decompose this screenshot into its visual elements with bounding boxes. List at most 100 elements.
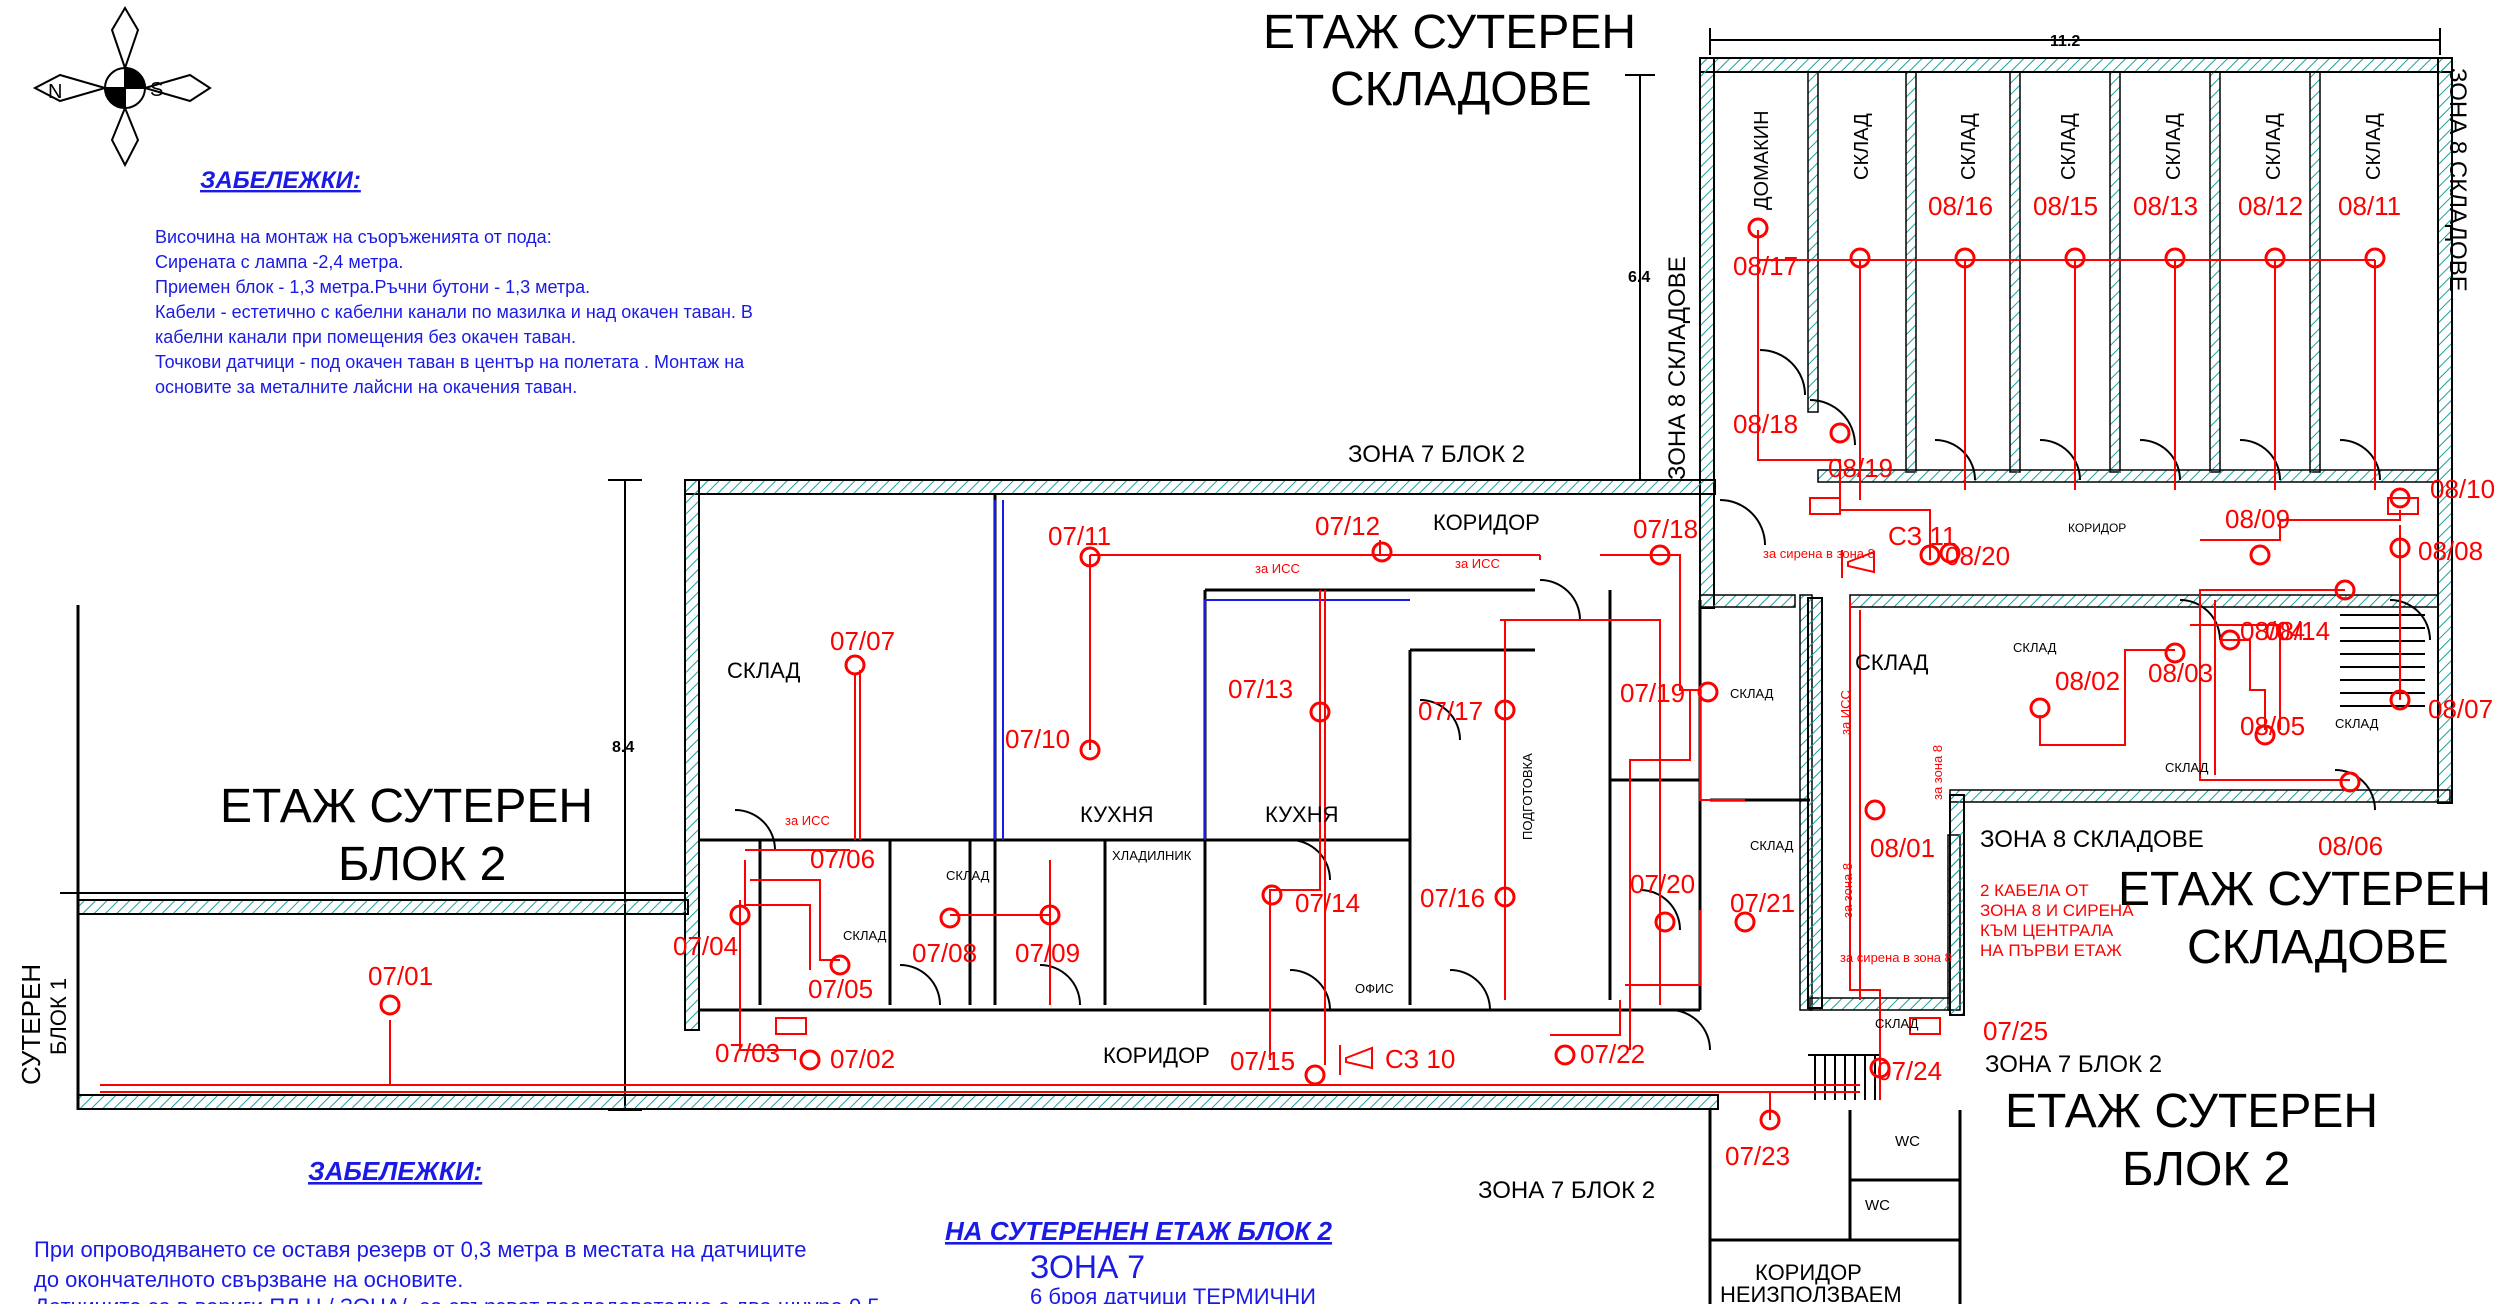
- room-label: СКЛАД: [2363, 113, 2385, 180]
- cables-note: 2 КАБЕЛА ОТ: [1980, 881, 2089, 900]
- detector-label: 07/20: [1630, 869, 1695, 899]
- room-label: СКЛАД: [727, 658, 801, 683]
- detector-label: 08/01: [1870, 833, 1935, 863]
- note-line: Точкови датчици - под окачен таван в цен…: [155, 352, 745, 372]
- room-label: ОФИС: [1355, 981, 1394, 996]
- heat-detector-icon: [829, 954, 851, 976]
- side-label-suteren: СУТЕРЕН: [16, 964, 46, 1085]
- notes-top-heading: ЗАБЕЛЕЖКИ:: [200, 167, 361, 194]
- detector-label: 08/05: [2240, 711, 2305, 741]
- heat-detector-icon: [1039, 904, 1061, 926]
- annotation: за ИСС: [1255, 561, 1300, 576]
- heat-detector-icon: [2164, 247, 2186, 269]
- notes-top: ЗАБЕЛЕЖКИ: Височина на монтаж на съоръже…: [155, 167, 753, 397]
- detector-label: 07/12: [1315, 511, 1380, 541]
- heat-detector-icon: [799, 1049, 821, 1071]
- heat-detector-icon: [2164, 642, 2186, 664]
- heat-detector-icon: [1309, 701, 1331, 723]
- heat-detector-icon: [2029, 697, 2051, 719]
- heat-detector-icon: [1864, 799, 1886, 821]
- detector-label: 08/13: [2133, 191, 2198, 221]
- detector-label: 07/02: [830, 1044, 895, 1074]
- title-storage-right-1: ЕТАЖ СУТЕРЕН: [2118, 863, 2491, 916]
- heat-detector-icon: [2249, 544, 2271, 566]
- heat-detector-icon: [1869, 1057, 1891, 1079]
- room-label: СКЛАД: [2013, 640, 2057, 655]
- heat-detector-icon: [1829, 422, 1851, 444]
- zone-label: ЗОНА 8 СКЛАДОВЕ: [1980, 826, 2204, 853]
- room-label: WC: [1865, 1197, 1890, 1214]
- heat-detector-icon: [2254, 724, 2276, 746]
- annotation: за ИСС: [1838, 690, 1853, 735]
- detector-label: 07/09: [1015, 938, 1080, 968]
- sirens: [1339, 550, 1875, 1075]
- detector-label: 08/06: [2318, 831, 2383, 861]
- heat-detector-icon: [1554, 1044, 1576, 1066]
- room-label: НЕИЗПОЛЗВАЕМ: [1720, 1282, 1902, 1304]
- room-label: ХЛАДИЛНИК: [1112, 848, 1192, 863]
- heat-detector-icon: [939, 907, 961, 929]
- heat-detector-icon: [1919, 544, 1941, 566]
- detector-label: 07/14: [1295, 888, 1360, 918]
- room-label: СКЛАД: [843, 928, 887, 943]
- zone-label: ЗОНА 8 СКЛАДОВЕ: [2444, 68, 2471, 292]
- cables-note: НА ПЪРВИ ЕТАЖ: [1980, 941, 2122, 960]
- room-label: КУХНЯ: [1080, 802, 1154, 827]
- room-label: СКЛАД: [1730, 686, 1774, 701]
- detector-label: 08/11: [2338, 191, 2401, 221]
- heat-detector-icon: [2339, 771, 2361, 793]
- doors: [734, 349, 2431, 1051]
- title-storage-right-2: СКЛАДОВЕ: [2187, 921, 2449, 974]
- annotation: за ИСС: [1455, 556, 1500, 571]
- heat-detector-icon: [2219, 629, 2241, 651]
- detector-label: 08/18: [1733, 409, 1798, 439]
- heat-detector-icon: [1954, 247, 1976, 269]
- title-block2-right-1: ЕТАЖ СУТЕРЕН: [2005, 1085, 2378, 1138]
- room-label: СКЛАД: [946, 868, 990, 883]
- walls: [60, 57, 2453, 1304]
- cables-note: КЪМ ЦЕНТРАЛА: [1980, 921, 2114, 940]
- heat-detector-icon: [1261, 884, 1283, 906]
- detector-label: 08/08: [2418, 536, 2483, 566]
- heat-detector-icon: [1849, 247, 1871, 269]
- room-label: ПОДГОТОВКА: [1520, 753, 1535, 840]
- annotation: за ИСС: [785, 813, 830, 828]
- siren-label: СЗ 10: [1385, 1044, 1455, 1074]
- room-label: СКЛАД: [1855, 650, 1929, 675]
- heat-detector-icon: [2064, 247, 2086, 269]
- cables-note: ЗОНА 8 И СИРЕНА: [1980, 901, 2134, 920]
- heat-detector-icon: [1494, 886, 1516, 908]
- heat-detector-icon: [1371, 541, 1393, 563]
- svg-text:N: N: [48, 81, 62, 103]
- manual-call-point-icon: [775, 1017, 807, 1035]
- side-label-blok: БЛОК 1: [46, 978, 71, 1055]
- detector-label: 08/10: [2430, 474, 2495, 504]
- note-line: Датчиците са в вериги ПЛ.Н./ ЗОНА/, се с…: [34, 1294, 880, 1304]
- detector-label: 07/07: [830, 626, 895, 656]
- detector-label: 08/14: [2265, 616, 2330, 646]
- room-label: КУХНЯ: [1265, 802, 1339, 827]
- detector-label: 07/03: [715, 1038, 780, 1068]
- heat-detector-icon: [2364, 247, 2386, 269]
- annotation: за сирена в зона 8: [1763, 546, 1875, 561]
- title-storage-top-1: ЕТАЖ СУТЕРЕН: [1263, 6, 1636, 59]
- annotation: за зона 8: [1930, 745, 1945, 800]
- zone-label: ЗОНА 7 БЛОК 2: [1478, 1177, 1655, 1204]
- siren-icon: [1339, 1045, 1373, 1075]
- manual-call-point-icon: [1809, 497, 1841, 515]
- heat-detector-icon: [2264, 247, 2286, 269]
- siren-labels: СЗ 10 СЗ 11: [1385, 521, 1956, 1074]
- siren-label: СЗ 11: [1888, 521, 1956, 551]
- heat-detector-icon: [379, 994, 401, 1016]
- zone-labels: ЗОНА 7 БЛОК 2 ЗОНА 7 БЛОК 2 ЗОНА 7 БЛОК …: [1348, 68, 2471, 1204]
- note-line: кабелни канали при помещения без окачен …: [155, 327, 576, 347]
- manual-call-points: [775, 497, 2419, 1035]
- detector-labels: 08/11 08/12 08/13 08/14 08/15 08/16 08/1…: [368, 191, 2495, 1171]
- detector-label: 07/19: [1620, 678, 1685, 708]
- room-label: СКЛАД: [1875, 1016, 1919, 1031]
- heat-detector-icon: [2389, 689, 2411, 711]
- detector-label: 08/20: [1945, 541, 2010, 571]
- notes-bottom: ЗАБЕЛЕЖКИ: При опроводяването се оставя …: [34, 1156, 880, 1304]
- heat-detector-icon: [1747, 217, 1769, 239]
- room-label: СКЛАД: [2058, 113, 2080, 180]
